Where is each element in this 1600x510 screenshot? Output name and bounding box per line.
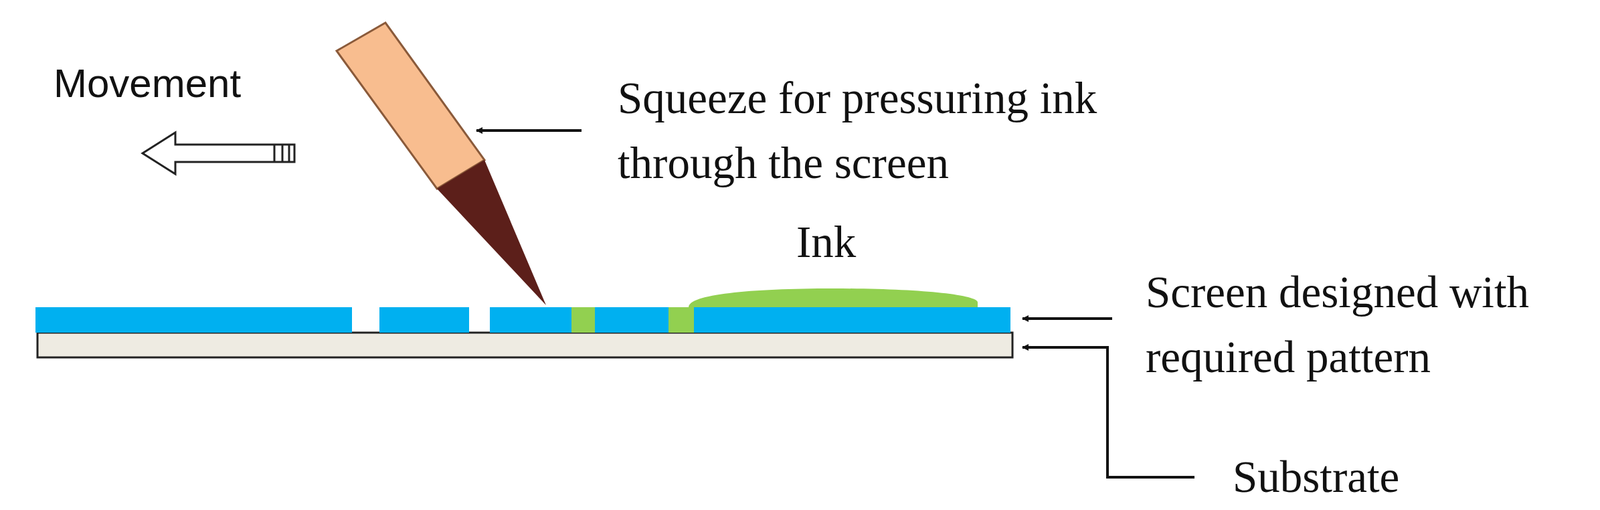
- substrate-label: Substrate: [1232, 451, 1400, 503]
- printed-ink: [571, 307, 694, 333]
- screen: [35, 307, 1011, 333]
- squeegee-handle: [336, 22, 485, 189]
- movement-label: Movement: [53, 60, 241, 107]
- movement-arrow: [142, 132, 295, 174]
- leader-line: [1022, 317, 1113, 320]
- substrate: [37, 332, 1013, 358]
- ink-label: Ink: [796, 216, 856, 268]
- ink-bead: [688, 288, 978, 308]
- squeegee-blade: [436, 159, 547, 306]
- squeegee-label: Squeeze for pressuring ink through the s…: [617, 65, 1100, 196]
- screen-label: Screen designed with required pattern: [1145, 259, 1594, 390]
- leader-line: [476, 129, 582, 132]
